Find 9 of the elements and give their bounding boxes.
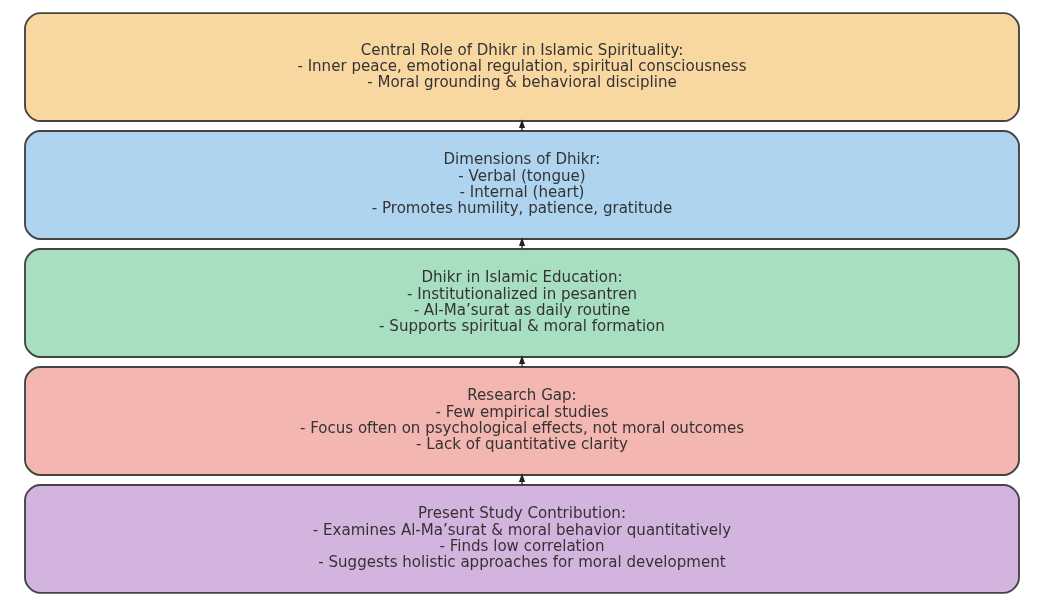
- node-box: Dhikr in Islamic Education: - Institutionalized in pesantren - Al-Ma’surat as daily routine - Supports spiritual & moral formation: [23, 248, 1020, 358]
- node-box: Dimensions of Dhikr: - Verbal (tongue) - Internal (heart) - Promotes humility, patience, gratitude: [23, 130, 1020, 240]
- node-box: Research Gap: - Few empirical studies - Focus often on psychological effects, not moral outcomes - Lack of quantitative clarity: [23, 366, 1020, 476]
- arrow: [518, 237, 525, 250]
- node-box: Central Role of Dhikr in Islamic Spirituality: - Inner peace, emotional regulation, spiritual consciousness - Moral grounding & behavioral discipline: [23, 12, 1020, 122]
- arrow: [518, 119, 525, 132]
- node-box: Present Study Contribution: - Examines Al-Ma’surat & moral behavior quantitatively - Finds low correlation - Suggests holistic approaches for moral development: [23, 484, 1020, 594]
- arrow: [518, 473, 525, 486]
- arrow: [518, 355, 525, 368]
